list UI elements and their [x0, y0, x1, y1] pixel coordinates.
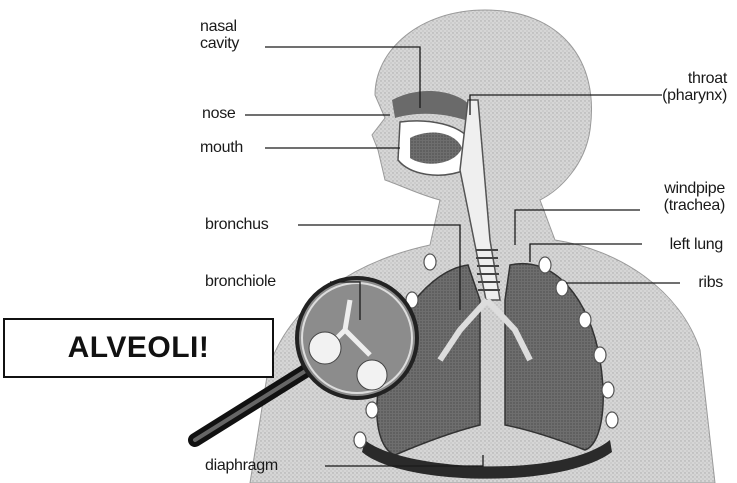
- alveoli-callout-box: ALVEOLI!: [3, 318, 274, 378]
- label-diaphragm: diaphragm: [205, 457, 278, 474]
- label-windpipe-line2: (trachea): [664, 197, 725, 214]
- label-bronchiole: bronchiole: [205, 273, 276, 290]
- label-nasal-cavity-line2: cavity: [200, 35, 239, 52]
- label-mouth: mouth: [200, 139, 243, 156]
- label-bronchus: bronchus: [205, 216, 268, 233]
- label-nasal-cavity-line1: nasal: [200, 18, 239, 35]
- label-nasal-cavity: nasal cavity: [200, 18, 239, 52]
- alveoli-callout-text: ALVEOLI!: [68, 331, 210, 365]
- label-throat-line1: throat: [662, 70, 727, 87]
- label-windpipe: windpipe (trachea): [664, 180, 725, 214]
- label-nose: nose: [202, 105, 236, 122]
- label-throat-line2: (pharynx): [662, 87, 727, 104]
- label-ribs: ribs: [698, 274, 723, 291]
- label-left-lung: left lung: [670, 236, 723, 253]
- label-windpipe-line1: windpipe: [664, 180, 725, 197]
- label-throat: throat (pharynx): [662, 70, 727, 104]
